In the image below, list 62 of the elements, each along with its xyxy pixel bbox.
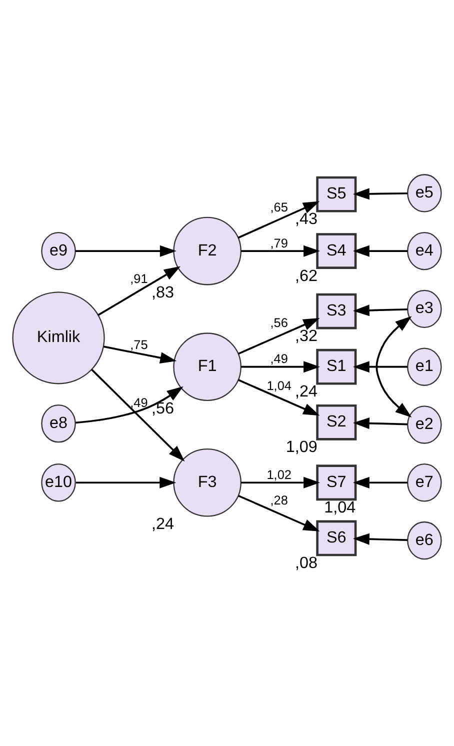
node-box: S2 [316, 404, 357, 440]
node-label: ,43 [295, 210, 318, 228]
node-box: S6 [316, 520, 357, 556]
node-label: 1,09 [286, 438, 318, 456]
edge-label: ,75 [130, 336, 148, 352]
arrow [352, 188, 408, 200]
node-circle: F1 [173, 332, 242, 400]
node-box: S5 [316, 176, 357, 212]
node-box: S4 [316, 232, 357, 268]
arrow [238, 494, 320, 531]
arrow [76, 476, 176, 488]
node-circle: e7 [407, 463, 442, 502]
node-label: ,56 [151, 398, 174, 417]
arrow [352, 304, 408, 316]
edge-label: ,65 [270, 198, 288, 214]
node-circle: e3 [407, 289, 442, 328]
arrow [238, 318, 320, 354]
node-circle: F3 [173, 448, 242, 516]
arrow [76, 386, 184, 424]
node-label: 1,04 [324, 498, 356, 516]
edge-label: 1,02 [266, 466, 292, 482]
edge-label: ,56 [270, 314, 288, 330]
edge-label: ,28 [270, 492, 288, 507]
node-box: S1 [316, 348, 357, 384]
node-circle: e5 [407, 174, 442, 212]
edge-label: ,49 [270, 350, 288, 366]
node-circle: e4 [407, 231, 442, 270]
edge-label: ,49 [130, 394, 148, 410]
node-circle: e2 [407, 405, 442, 444]
node-circle: e8 [41, 404, 76, 442]
arrow [98, 266, 181, 316]
node-circle: e10 [41, 463, 76, 502]
edge-label: 1,04 [266, 377, 292, 392]
arrow [241, 476, 320, 488]
arrow [352, 244, 408, 256]
node-label: ,24 [151, 514, 174, 533]
arrow [352, 532, 408, 544]
arrow [238, 200, 320, 238]
arrow [376, 316, 412, 417]
arrow [352, 417, 408, 429]
arrow [241, 360, 320, 372]
node-box: S3 [316, 292, 357, 329]
node-circle: e6 [407, 520, 442, 560]
node-label: ,62 [295, 266, 318, 284]
arrow [75, 244, 176, 256]
arrow [352, 476, 408, 488]
edge-label: ,79 [270, 234, 288, 250]
edge-label: ,91 [130, 270, 148, 286]
node-circle: Kimlik [12, 291, 105, 384]
node-label: ,83 [151, 283, 174, 302]
node-label: ,32 [295, 326, 318, 345]
arrow [238, 378, 320, 416]
arrow [91, 368, 185, 461]
arrow [103, 345, 177, 363]
node-circle: e9 [41, 231, 76, 270]
node-label: ,24 [295, 382, 318, 400]
node-label: ,08 [295, 553, 318, 572]
node-circle: e1 [407, 347, 442, 386]
node-circle: F2 [173, 216, 242, 285]
arrow [241, 244, 320, 256]
node-box: S7 [316, 464, 357, 500]
arrow [352, 360, 408, 372]
